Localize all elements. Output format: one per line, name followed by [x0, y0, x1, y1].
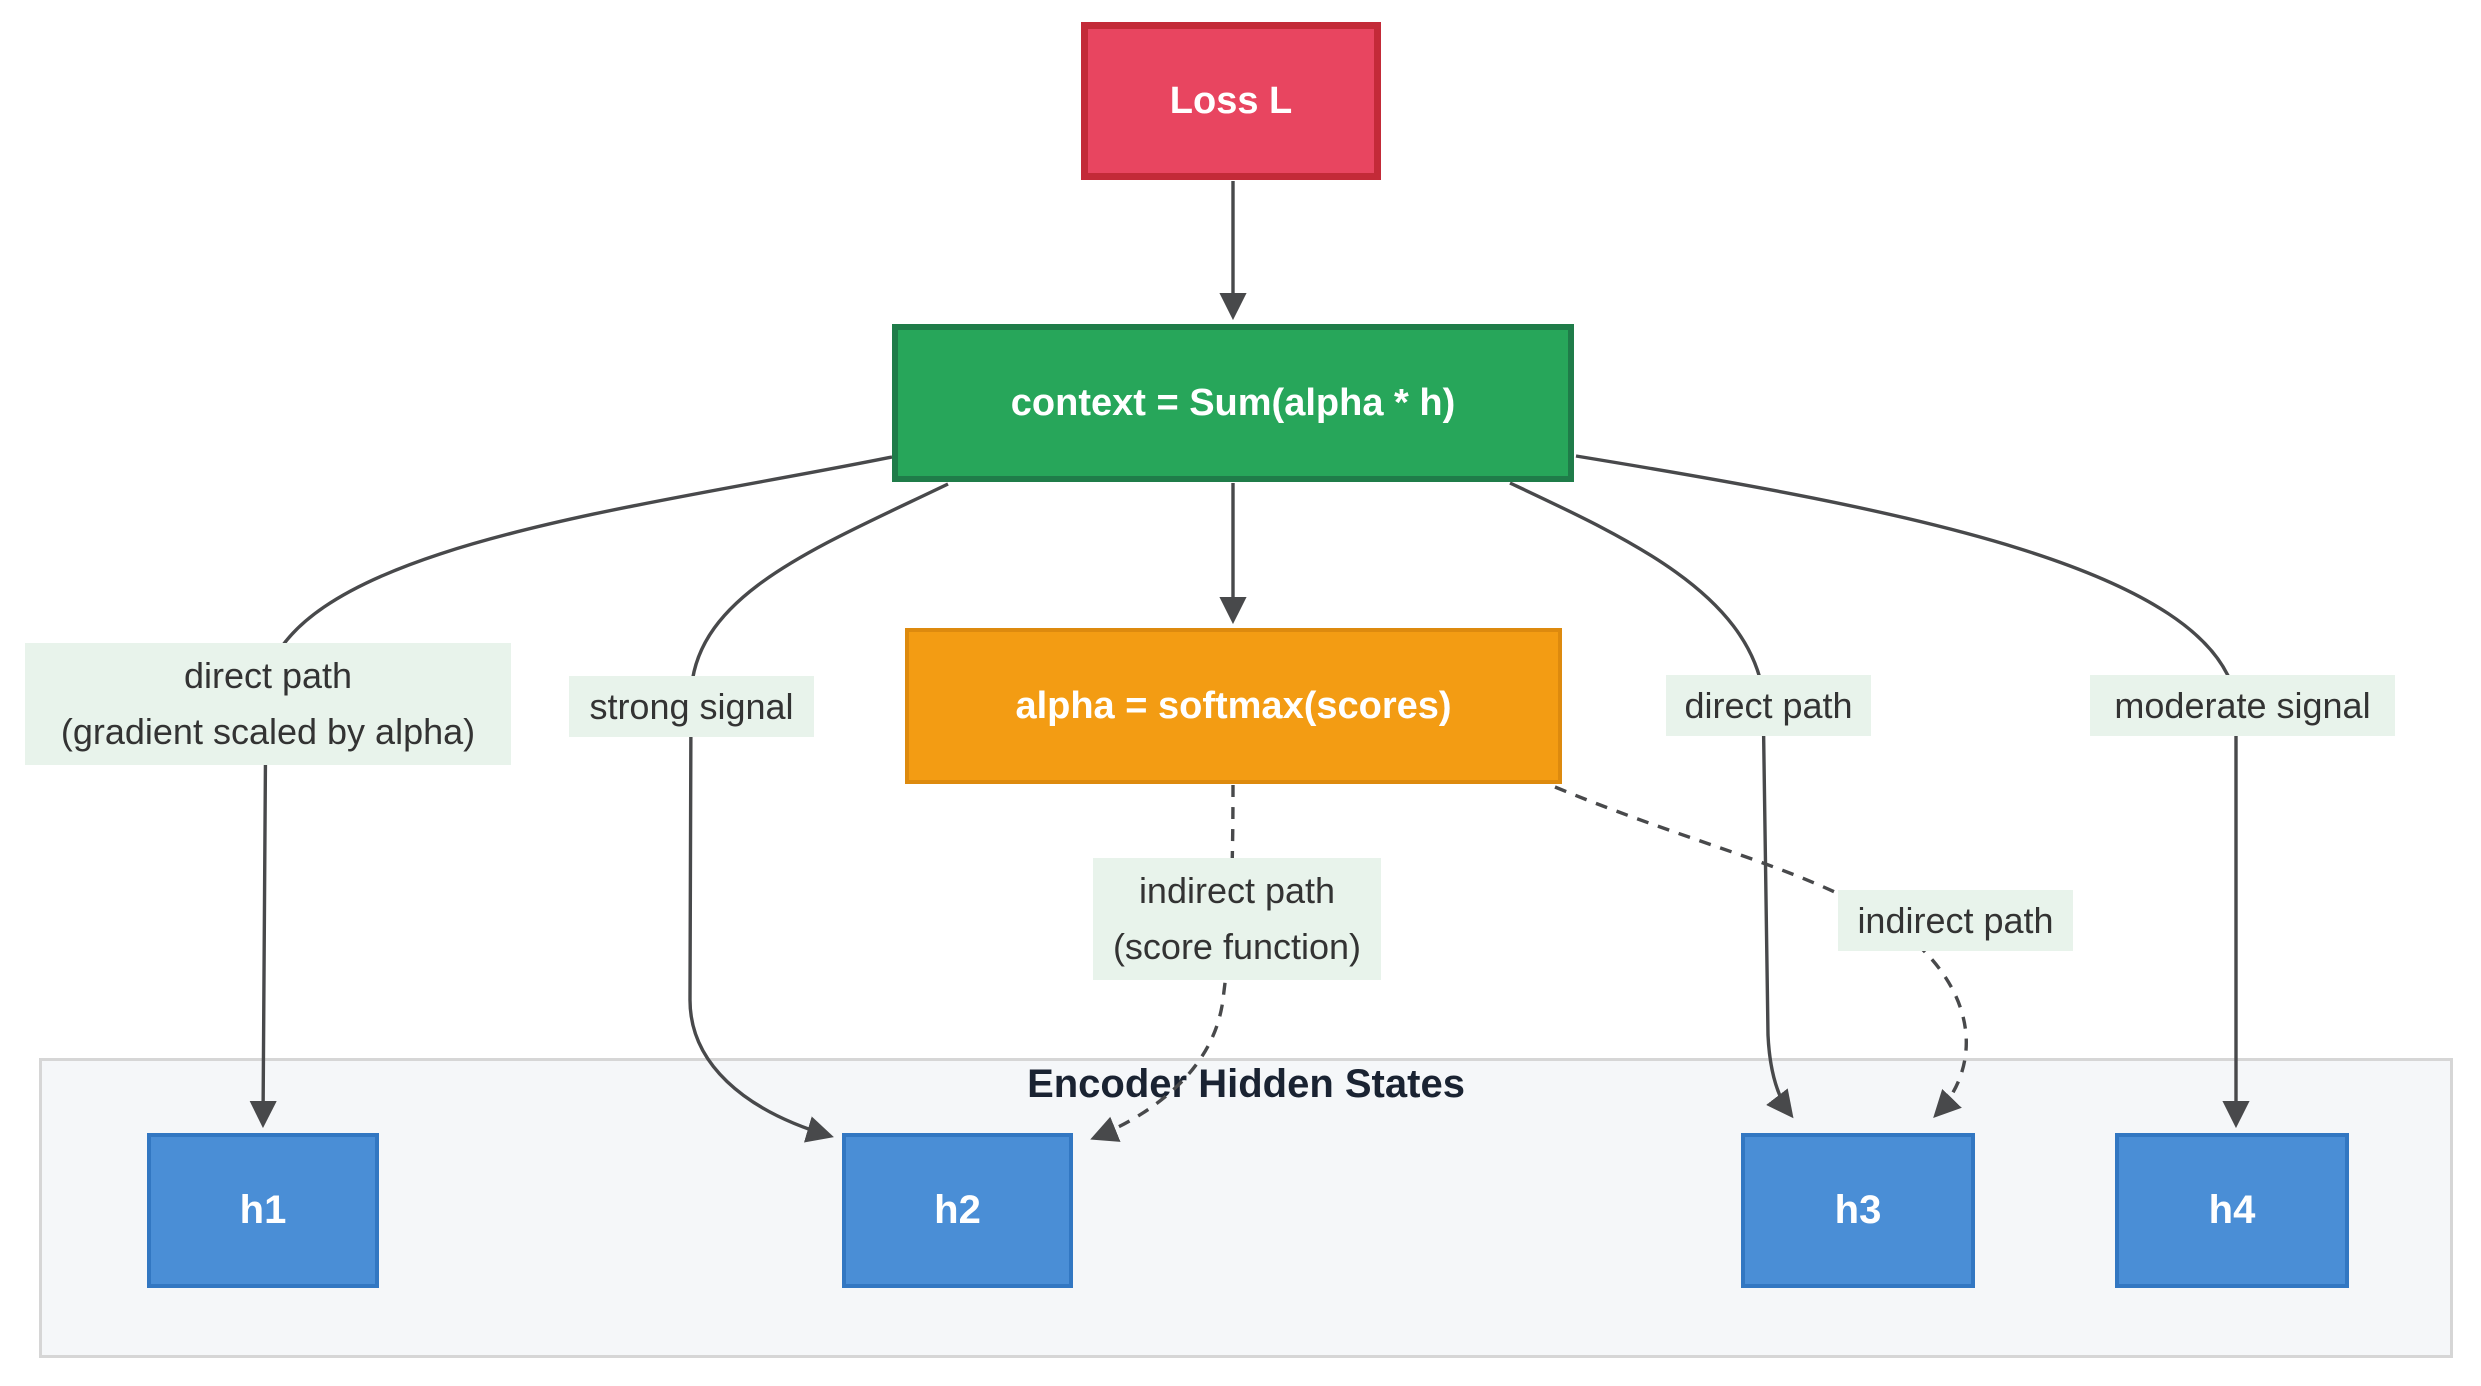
- edge-context-h1: [249, 455, 893, 1129]
- node-h1: h1: [147, 1133, 379, 1288]
- node-alpha-label: alpha = softmax(scores): [1015, 684, 1452, 727]
- node-h2: h2: [842, 1133, 1073, 1288]
- edge-label-line: indirect path: [1857, 900, 2054, 941]
- node-context-label: context = Sum(alpha * h): [1010, 381, 1456, 424]
- edge-label-line: (gradient scaled by alpha): [60, 711, 476, 752]
- edge-context-h2: [688, 482, 949, 1143]
- edge-label-line: moderate signal: [2114, 685, 2371, 726]
- node-h1-label: h1: [239, 1188, 287, 1232]
- edge-label-direct-path: direct path: [1666, 675, 1871, 736]
- node-loss-label: Loss L: [1169, 79, 1293, 122]
- edge-label-moderate-signal: moderate signal: [2090, 675, 2395, 736]
- edge-label-line: (score function): [1112, 926, 1362, 967]
- node-h4-label: h4: [2208, 1188, 2256, 1232]
- node-h4: h4: [2115, 1133, 2349, 1288]
- node-context: context = Sum(alpha * h): [892, 324, 1574, 482]
- node-h3: h3: [1741, 1133, 1975, 1288]
- edge-label-line: strong signal: [589, 686, 794, 727]
- edge-label-direct-path-gradient: direct path (gradient scaled by alpha): [25, 643, 511, 765]
- edge-label-strong-signal: strong signal: [569, 676, 814, 737]
- node-h2-label: h2: [934, 1188, 981, 1232]
- encoder-hidden-states-title: Encoder Hidden States: [1027, 1062, 1465, 1106]
- edge-label-line: direct path: [183, 655, 353, 696]
- edge-context-h4: [1575, 454, 2250, 1129]
- node-h3-label: h3: [1834, 1188, 1882, 1232]
- edge-context-h3: [1509, 481, 1794, 1119]
- edge-label-indirect-path: indirect path: [1838, 890, 2073, 951]
- node-loss: Loss L: [1081, 22, 1381, 180]
- edge-label-line: direct path: [1684, 685, 1853, 726]
- edge-label-line: indirect path: [1138, 870, 1336, 911]
- edge-label-indirect-path-score: indirect path (score function): [1093, 858, 1381, 980]
- node-alpha: alpha = softmax(scores): [905, 628, 1562, 784]
